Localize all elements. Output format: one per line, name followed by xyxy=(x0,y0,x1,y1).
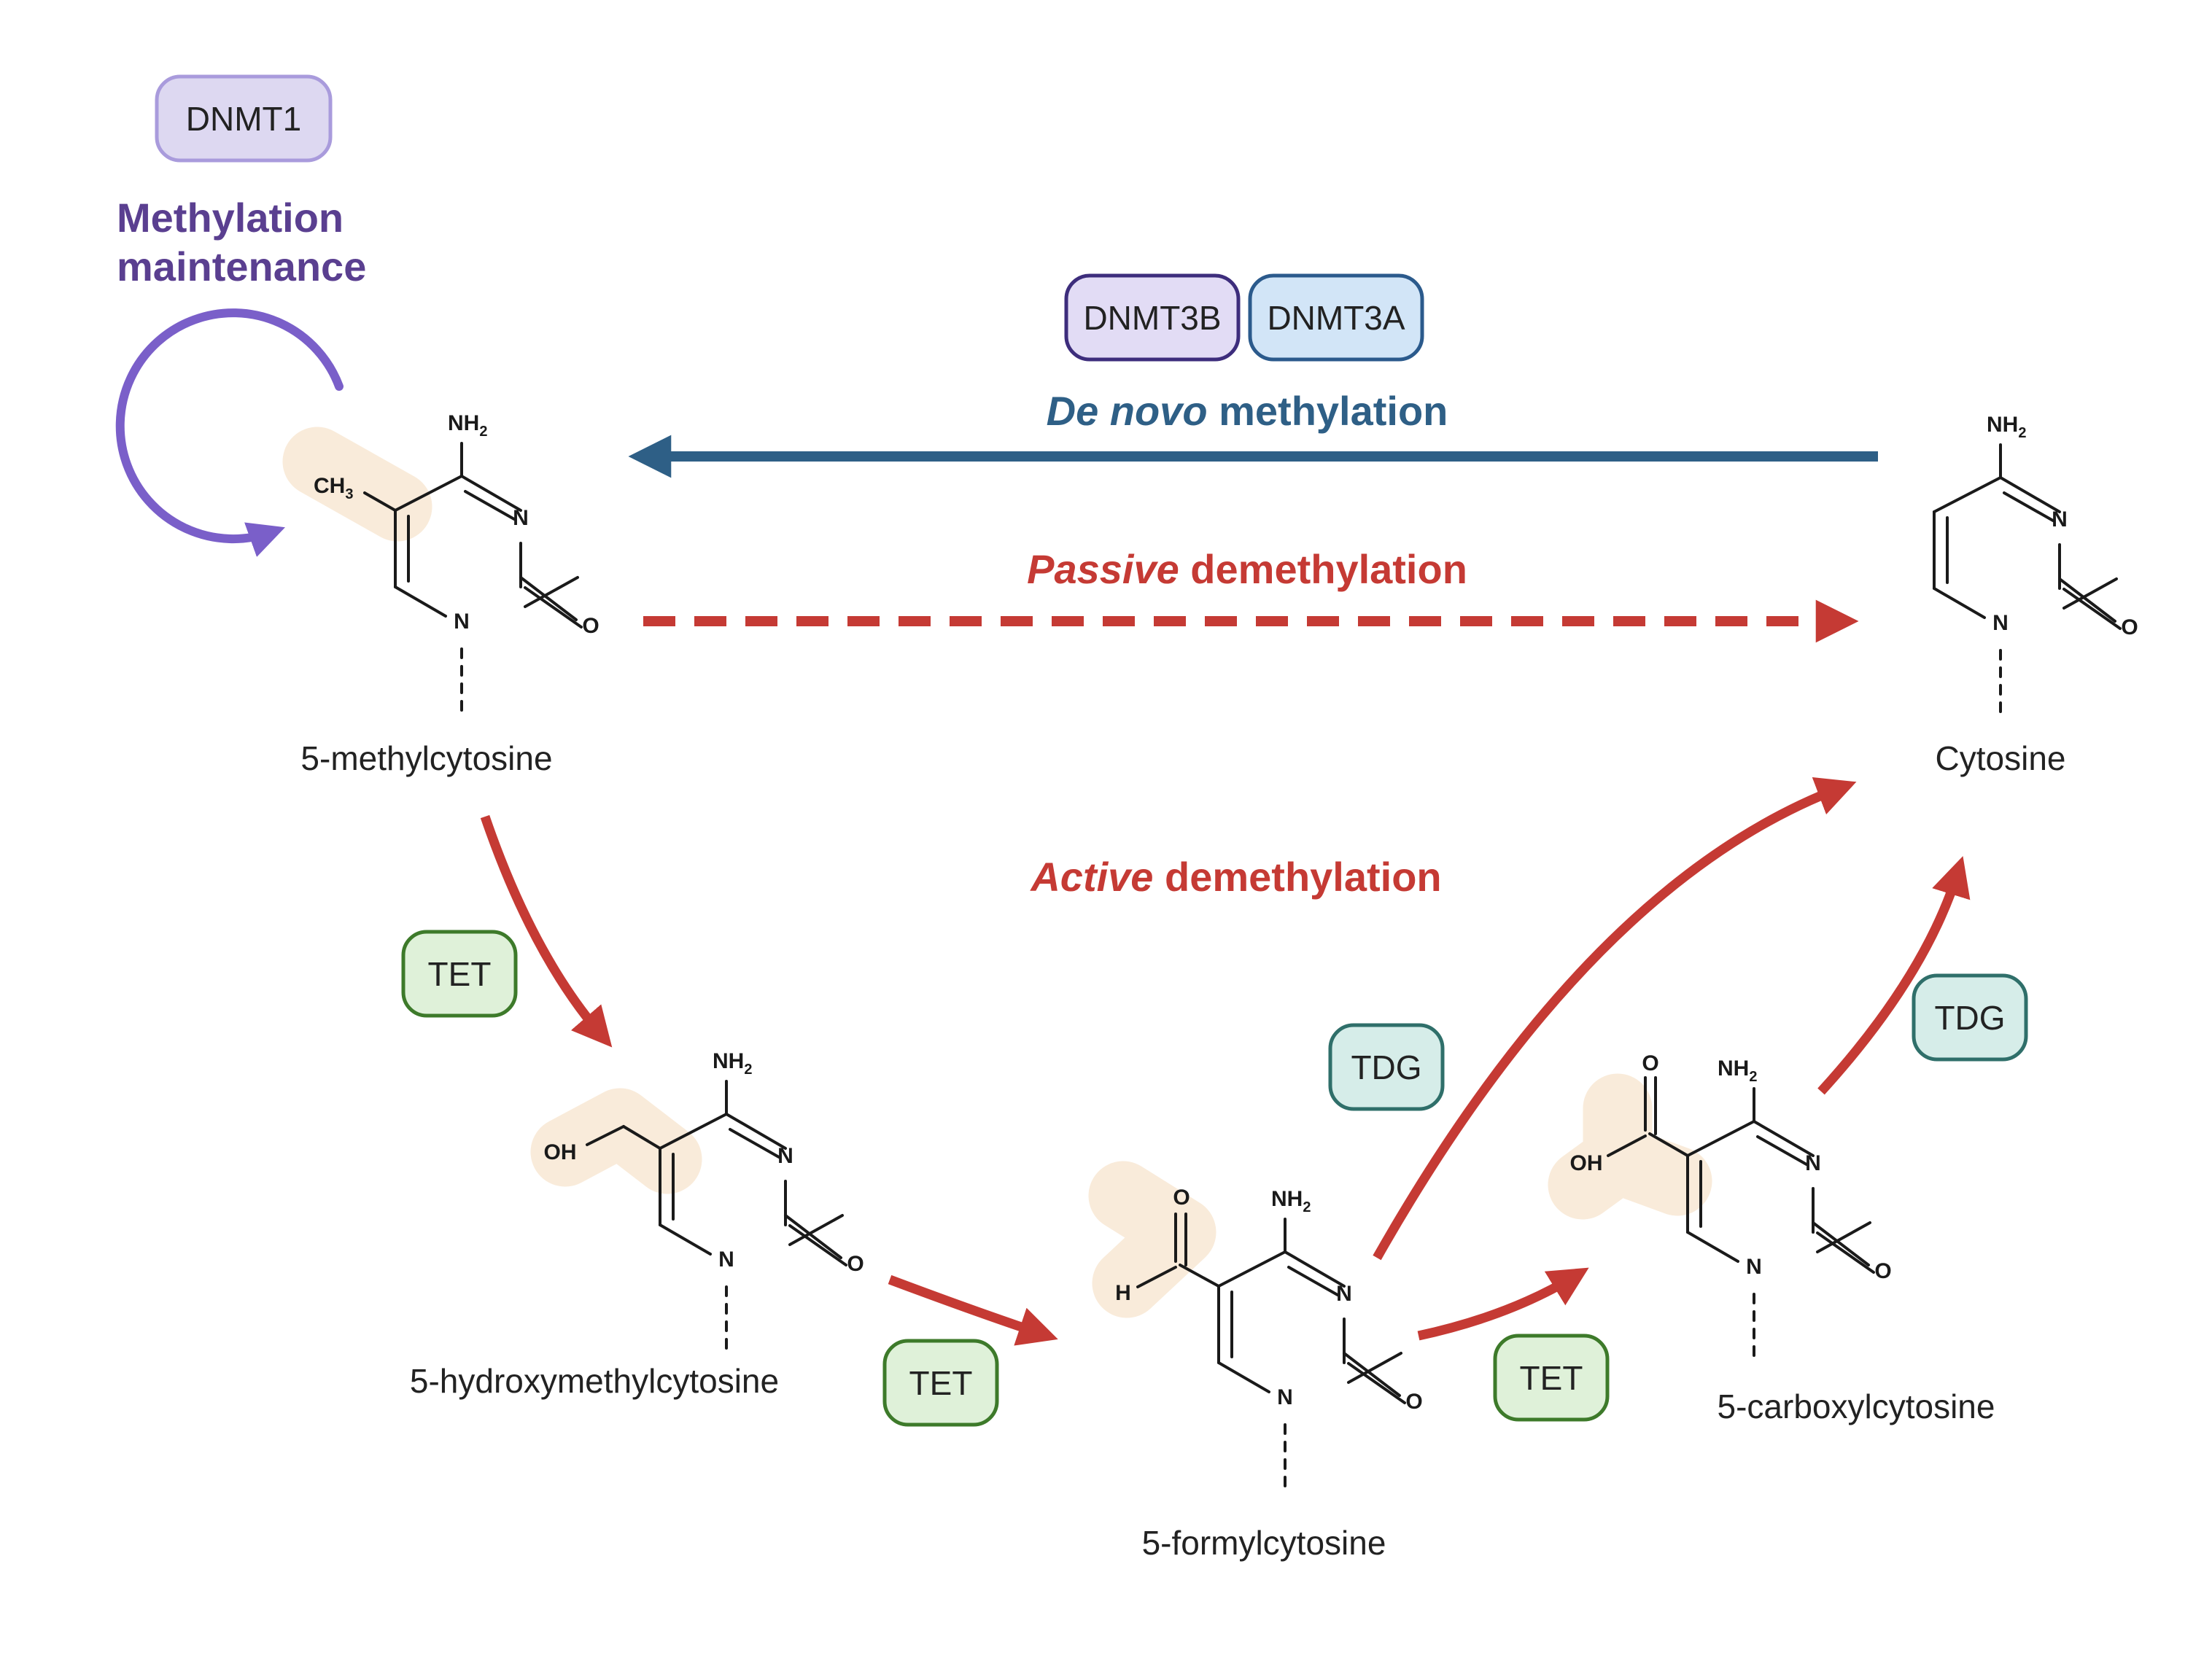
c-amine-sub: 2 xyxy=(2018,425,2026,441)
svg-text:NH2: NH2 xyxy=(448,411,487,440)
active-italic: Active xyxy=(1029,854,1153,900)
tdg-arrow-cac-to-c xyxy=(1817,856,1971,1095)
c-n1: N xyxy=(1992,611,2009,635)
label-5-methylcytosine: 5-methylcytosine xyxy=(300,739,552,777)
formyl-highlight xyxy=(1088,1161,1216,1318)
dnmt3b-label: DNMT3B xyxy=(1083,299,1221,337)
c-n3: N xyxy=(2052,507,2068,532)
tdg-arrow-fc-to-c xyxy=(1373,777,1857,1261)
hmc-amine-sub: 2 xyxy=(744,1062,752,1078)
svg-text:NH2: NH2 xyxy=(1718,1056,1757,1085)
mc-amine-nh: NH xyxy=(448,411,479,435)
molecule-5-carboxylcytosine: NH2 O OH N N O 5-carboxylcytosine xyxy=(1548,1051,1995,1425)
hmc-amine-nh: NH xyxy=(713,1049,744,1073)
cac-n1: N xyxy=(1746,1255,1762,1279)
mc-n3: N xyxy=(513,506,529,530)
dnmt1-badge: DNMT1 xyxy=(155,74,333,163)
de-novo-methylation-label: De novo methylation xyxy=(1047,388,1448,434)
mc-methyl-sub: 3 xyxy=(345,486,353,502)
tet-label-3: TET xyxy=(1520,1359,1583,1397)
dnmt3b-badge: DNMT3B xyxy=(1064,273,1241,362)
tdg-badge-1: TDG xyxy=(1328,1023,1445,1111)
cac-amine-nh: NH xyxy=(1718,1056,1749,1081)
mc-amine-sub: 2 xyxy=(479,424,487,440)
fc-amine-sub: 2 xyxy=(1303,1199,1311,1215)
mc-n1: N xyxy=(454,610,470,634)
label-5-formylcytosine: 5-formylcytosine xyxy=(1142,1524,1386,1562)
fc-amine-nh: NH xyxy=(1271,1187,1303,1211)
molecule-cytosine: NH2 N N O Cytosine xyxy=(1933,413,2138,777)
tet-label-2: TET xyxy=(909,1364,973,1402)
maintenance-cycle-arrow xyxy=(115,308,344,557)
hydroxymethyl-highlight xyxy=(530,1088,702,1194)
cac-n3: N xyxy=(1805,1151,1821,1175)
methyl-highlight xyxy=(282,427,432,542)
hmc-n1: N xyxy=(718,1248,734,1272)
tet-label-1: TET xyxy=(428,955,492,993)
mc-carbonyl-o: O xyxy=(582,614,599,638)
c-carbonyl-o: O xyxy=(2121,615,2138,639)
label-5-hydroxymethylcytosine: 5-hydroxymethylcytosine xyxy=(410,1362,779,1400)
active-demethylation-label: Active demethylation xyxy=(1029,854,1441,900)
label-5-carboxylcytosine: 5-carboxylcytosine xyxy=(1718,1387,1995,1425)
tet-badge-1: TET xyxy=(401,930,518,1018)
cac-carboxyl-o: O xyxy=(1642,1051,1658,1075)
passive-rest: demethylation xyxy=(1179,546,1467,592)
molecule-5-formylcytosine: NH2 O H N N O 5-formylcytosine xyxy=(1088,1161,1423,1562)
cac-carbonyl-o: O xyxy=(1874,1259,1891,1283)
fc-carbonyl-o: O xyxy=(1405,1390,1422,1414)
c-amine-nh: NH xyxy=(1987,413,2018,437)
fc-n1: N xyxy=(1277,1385,1293,1409)
label-cytosine: Cytosine xyxy=(1936,739,2066,777)
active-rest: demethylation xyxy=(1153,854,1441,900)
hmc-hydroxyl-oh: OH xyxy=(544,1140,577,1164)
molecule-5-hydroxymethylcytosine: NH2 OH N N O 5-hydroxymethylcytosine xyxy=(410,1049,864,1400)
svg-text:NH2: NH2 xyxy=(1271,1187,1311,1215)
tet-badge-2: TET xyxy=(882,1339,999,1427)
maintenance-label-line2: maintenance xyxy=(117,244,366,289)
hmc-carbonyl-o: O xyxy=(847,1252,864,1276)
svg-text:NH2: NH2 xyxy=(1987,413,2026,441)
de-novo-rest: methylation xyxy=(1208,388,1448,434)
cac-amine-sub: 2 xyxy=(1749,1069,1757,1085)
maintenance-label-line1: Methylation xyxy=(117,195,344,241)
dnmt3a-badge: DNMT3A xyxy=(1248,273,1424,362)
tet-badge-3: TET xyxy=(1493,1334,1610,1422)
tet-arrow-mc-to-hmc xyxy=(480,814,613,1048)
cac-carboxyl-oh: OH xyxy=(1570,1151,1603,1175)
fc-aldehyde-h: H xyxy=(1115,1281,1131,1305)
de-novo-italic: De novo xyxy=(1047,388,1208,434)
tdg-badge-2: TDG xyxy=(1912,973,2028,1062)
mc-methyl-ch: CH xyxy=(314,474,345,498)
fc-n3: N xyxy=(1336,1282,1352,1306)
svg-text:NH2: NH2 xyxy=(713,1049,752,1078)
fc-aldehyde-o: O xyxy=(1173,1186,1190,1210)
tdg-label-1: TDG xyxy=(1351,1048,1421,1086)
dnmt3a-label: DNMT3A xyxy=(1267,299,1405,337)
tet-arrow-hmc-to-fc xyxy=(888,1274,1058,1346)
svg-text:CH3: CH3 xyxy=(314,474,353,502)
tet-arrow-fc-to-cac xyxy=(1417,1267,1589,1341)
passive-italic: Passive xyxy=(1027,546,1179,592)
dnmt1-label: DNMT1 xyxy=(186,100,301,138)
passive-demethylation-label: Passive demethylation xyxy=(1027,546,1467,592)
molecule-5-methylcytosine: NH2 CH3 N N O 5-methylcytosine xyxy=(282,411,599,777)
tdg-label-2: TDG xyxy=(1934,999,2005,1037)
hmc-n3: N xyxy=(777,1144,793,1168)
